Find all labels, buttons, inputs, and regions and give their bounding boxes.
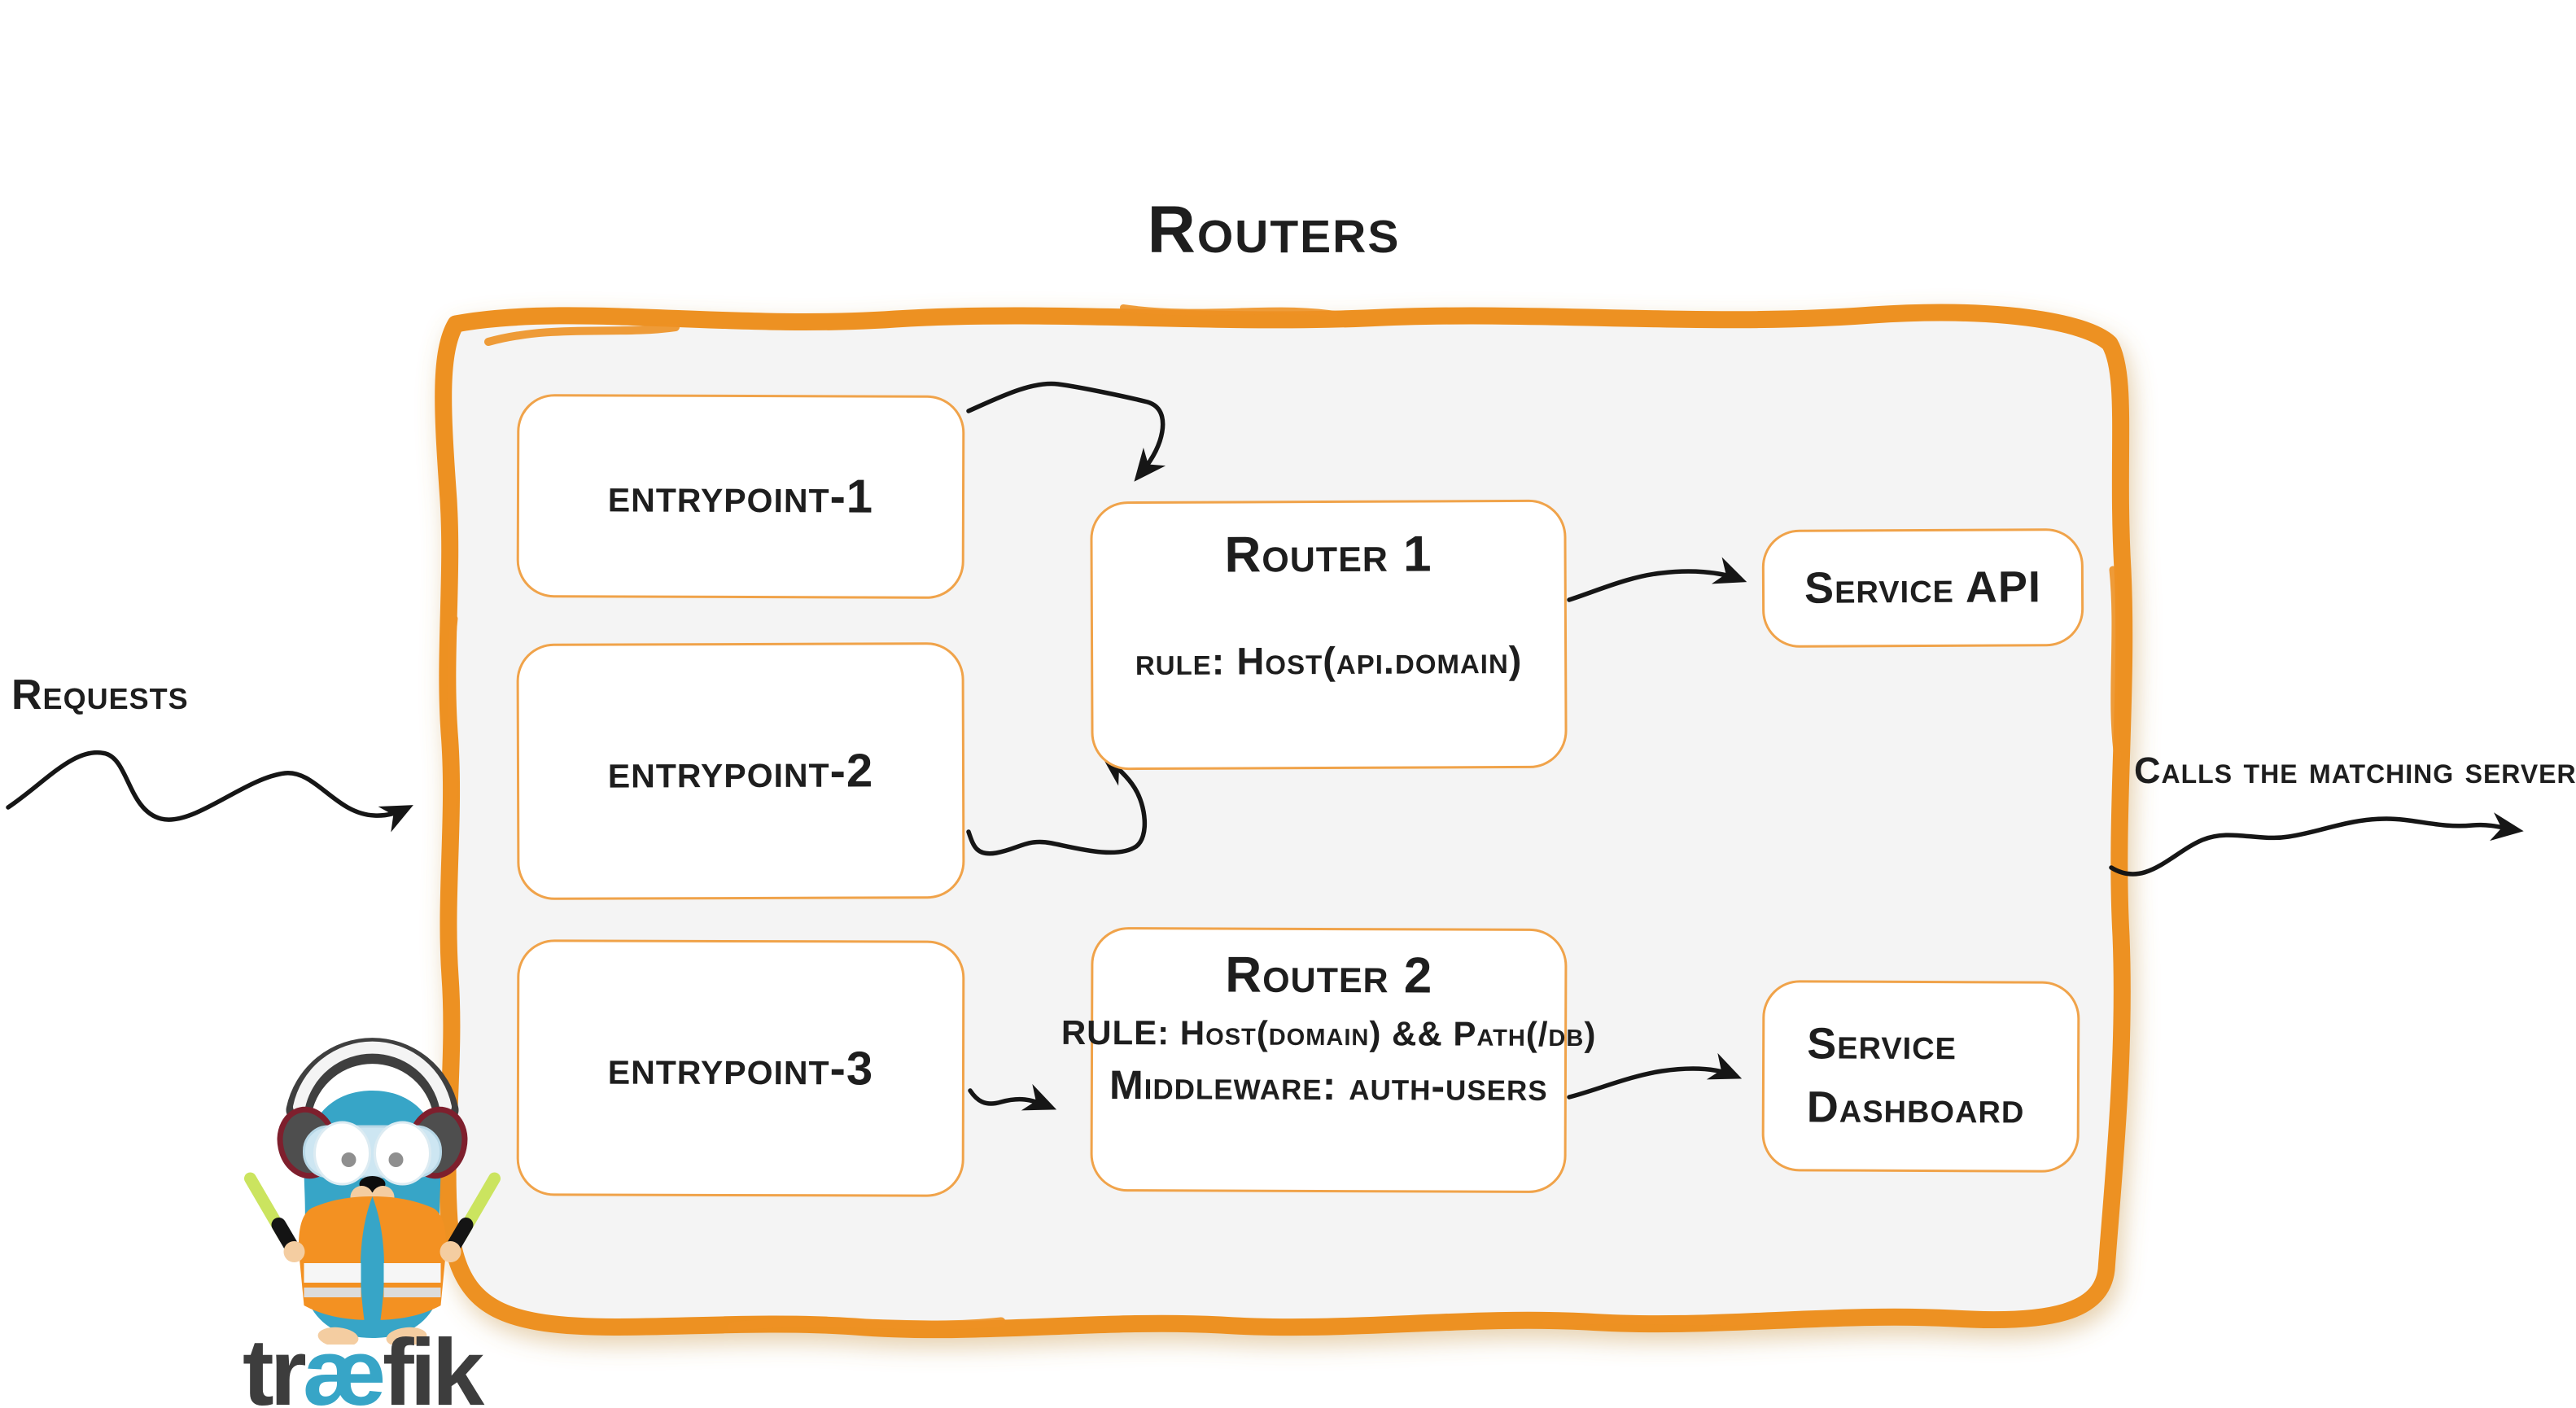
router-2-rule: RULE: Host(domain) && Path(/db) — [1061, 1013, 1597, 1054]
gopher-eye-right — [388, 1152, 404, 1167]
gopher-foot-right — [386, 1327, 427, 1345]
vest-stripe — [304, 1288, 361, 1297]
calls-matching-server-label: Calls the matching server — [2134, 750, 2576, 791]
service-dashboard-label-line2: Dashboard — [1806, 1082, 2025, 1133]
vest-opening — [360, 1196, 385, 1320]
requests-label: Requests — [11, 671, 189, 719]
traefik-wordmark: træfik — [243, 1325, 484, 1408]
router-2-title: Router 2 — [1225, 947, 1433, 1004]
wordmark-fik: fik — [382, 1319, 484, 1408]
traefik-gopher-icon — [244, 1038, 501, 1345]
wordmark-ae: æ — [302, 1319, 387, 1408]
arrow-entrypoint1-to-router1 — [966, 381, 1166, 482]
goggle-lens-left — [313, 1121, 371, 1186]
diagram-title: Routers — [1147, 193, 1401, 267]
router-2-middleware: Middleware: auth-users — [1109, 1062, 1548, 1110]
router-1-box: Router 1 rule: Host(api.domain) — [1090, 499, 1568, 771]
headphones-band-highlight — [293, 1041, 452, 1113]
glowstick-right-icon — [444, 1172, 501, 1256]
service-api-label: Service API — [1804, 562, 2042, 613]
entrypoint-3-box: entrypoint-3 — [516, 939, 965, 1197]
gopher-hand-right — [440, 1241, 461, 1262]
glowstick-left-icon — [244, 1172, 300, 1256]
arrow-entrypoint3-to-router2 — [968, 1083, 1057, 1111]
gopher-hand-left — [283, 1241, 305, 1262]
service-api-box: Service API — [1761, 527, 2084, 649]
router-2-box: Router 2 RULE: Host(domain) && Path(/db)… — [1061, 926, 1596, 1194]
arrow-router2-to-service-dashboard — [1567, 1052, 1743, 1100]
arrow-frame-to-server — [2109, 812, 2524, 877]
gopher-eye-left — [341, 1152, 356, 1167]
entrypoint-1-box: entrypoint-1 — [516, 394, 965, 599]
brush-stroke — [1120, 304, 1338, 317]
arrow-entrypoint2-to-router1 — [966, 754, 1147, 856]
goggle-lens-right — [374, 1121, 431, 1186]
vest-stripe — [383, 1263, 441, 1283]
entrypoint-1-label: entrypoint-1 — [607, 469, 874, 523]
wordmark-tr: tr — [243, 1319, 307, 1408]
vest-stripe — [304, 1263, 361, 1283]
entrypoint-2-box: entrypoint-2 — [516, 642, 965, 900]
service-dashboard-box: Service Dashboard — [1761, 980, 2080, 1173]
brush-stroke — [2109, 566, 2122, 761]
entrypoint-3-label: entrypoint-3 — [607, 1041, 874, 1095]
vest-stripe — [383, 1288, 441, 1297]
arrow-requests-to-frame — [6, 750, 413, 833]
arrow-router1-to-service-api — [1567, 557, 1747, 602]
brush-stroke — [484, 323, 680, 346]
brush-stroke — [1542, 1313, 1811, 1327]
router-1-title: Router 1 — [1224, 526, 1432, 584]
gopher-foot-left — [317, 1327, 359, 1345]
brush-stroke — [728, 1317, 1006, 1331]
brush-stroke — [447, 614, 458, 834]
router-1-rule: rule: Host(api.domain) — [1135, 638, 1523, 684]
service-dashboard-label-line1: Service — [1807, 1019, 1957, 1069]
entrypoint-2-label: entrypoint-2 — [607, 744, 874, 798]
